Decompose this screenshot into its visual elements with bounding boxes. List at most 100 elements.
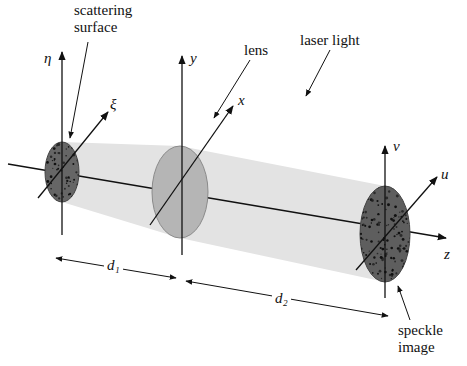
speckle-dot	[405, 263, 407, 265]
speckle-dot	[50, 188, 51, 189]
speckle-dot	[381, 248, 384, 251]
leader-line	[398, 286, 410, 320]
speckle-dot	[46, 192, 48, 194]
speckle-dot	[52, 168, 53, 169]
speckle-dot	[362, 271, 364, 273]
speckle-dot	[393, 257, 396, 260]
speckle-dot	[71, 196, 74, 199]
speckle-dot	[361, 218, 363, 220]
speckle-dot	[46, 180, 49, 183]
dimension-label: d₁	[104, 257, 123, 274]
speckle-dot	[402, 238, 405, 241]
speckle-dot	[395, 226, 397, 228]
speckle-dot	[73, 179, 75, 181]
speckle-dot	[404, 266, 406, 268]
speckle-dot	[361, 238, 363, 240]
speckle-dot	[66, 148, 67, 149]
speckle-dot	[68, 185, 70, 187]
axis-label: ξ	[110, 96, 116, 113]
speckle-dot	[391, 276, 392, 277]
speckle-dot	[369, 263, 371, 265]
speckle-dot	[402, 190, 405, 193]
speckle-dot	[402, 265, 405, 268]
speckle-dot	[400, 275, 402, 277]
speckle-dot	[364, 275, 366, 277]
speckle-dot	[391, 273, 394, 276]
speckle-dot	[407, 223, 408, 224]
speckle-dot	[387, 203, 390, 206]
speckle-dot	[408, 200, 410, 202]
speckle-dot	[394, 261, 396, 263]
speckle-dot	[377, 213, 379, 215]
speckle-dot	[360, 247, 363, 250]
speckle-dot	[395, 272, 397, 274]
speckle-dot	[394, 214, 397, 217]
leader-line	[70, 42, 88, 138]
speckle-dot	[50, 175, 53, 178]
speckle-dot	[58, 165, 60, 167]
speckle-dot	[378, 222, 380, 224]
speckle-dot	[72, 163, 74, 165]
axis-label: η	[44, 50, 51, 67]
speckle-dot	[380, 253, 381, 254]
speckle-dot	[398, 232, 401, 235]
speckle-dot	[405, 264, 407, 266]
speckle-dot	[57, 152, 59, 154]
speckle-dot	[372, 263, 375, 266]
speckle-dot	[377, 253, 379, 255]
part-label: scattering surface	[74, 2, 154, 35]
speckle-dot	[401, 276, 403, 278]
speckle-dot	[388, 190, 390, 192]
speckle-dot	[75, 197, 76, 198]
speckle-dot	[401, 231, 403, 233]
speckle-dot	[396, 188, 398, 190]
speckle-dot	[58, 197, 60, 199]
speckle-dot	[403, 275, 404, 276]
speckle-dot	[409, 238, 410, 239]
speckle-dot	[407, 278, 409, 280]
speckle-dot	[399, 244, 402, 247]
speckle-dot	[390, 247, 393, 250]
speckle-dot	[46, 161, 49, 164]
speckle-dot	[63, 196, 65, 198]
dimension-line	[186, 281, 388, 316]
speckle-dot	[373, 256, 375, 258]
speckle-dot	[45, 142, 46, 143]
speckle-dot	[374, 278, 376, 280]
speckle-dot	[369, 194, 371, 196]
speckle-dot	[364, 192, 366, 194]
speckle-dot	[45, 194, 47, 196]
speckle-dot	[378, 224, 380, 226]
speckle-dot	[73, 182, 74, 183]
speckle-dot	[55, 195, 58, 198]
speckle-dot	[371, 199, 374, 202]
speckle-dot	[371, 185, 373, 187]
speckle-dot	[390, 257, 392, 259]
speckle-dot	[366, 239, 368, 241]
speckle-dot	[76, 160, 78, 162]
eta-axis	[61, 52, 62, 235]
speckle-dot	[377, 204, 379, 206]
speckle-dot	[403, 222, 405, 224]
speckle-dot	[393, 186, 396, 189]
speckle-dot	[65, 176, 68, 179]
speckle-dot	[69, 181, 71, 183]
speckle-dot	[368, 198, 369, 199]
speckle-dot	[376, 200, 378, 202]
speckle-dot	[392, 219, 395, 222]
leader-line	[306, 50, 330, 96]
speckle-dot	[394, 205, 397, 208]
speckle-dot	[77, 174, 79, 176]
speckle-dot	[362, 224, 364, 226]
speckle-dot	[62, 161, 65, 164]
speckle-dot	[403, 197, 405, 199]
speckle-dot	[394, 235, 396, 237]
speckle-dot	[372, 278, 374, 280]
speckle-dot	[48, 198, 50, 200]
speckle-dot	[366, 217, 368, 219]
speckle-dot	[365, 254, 367, 256]
speckle-dot	[380, 256, 383, 259]
speckle-dot	[401, 195, 403, 197]
speckle-dot	[68, 146, 70, 148]
speckle-dot	[369, 251, 370, 252]
